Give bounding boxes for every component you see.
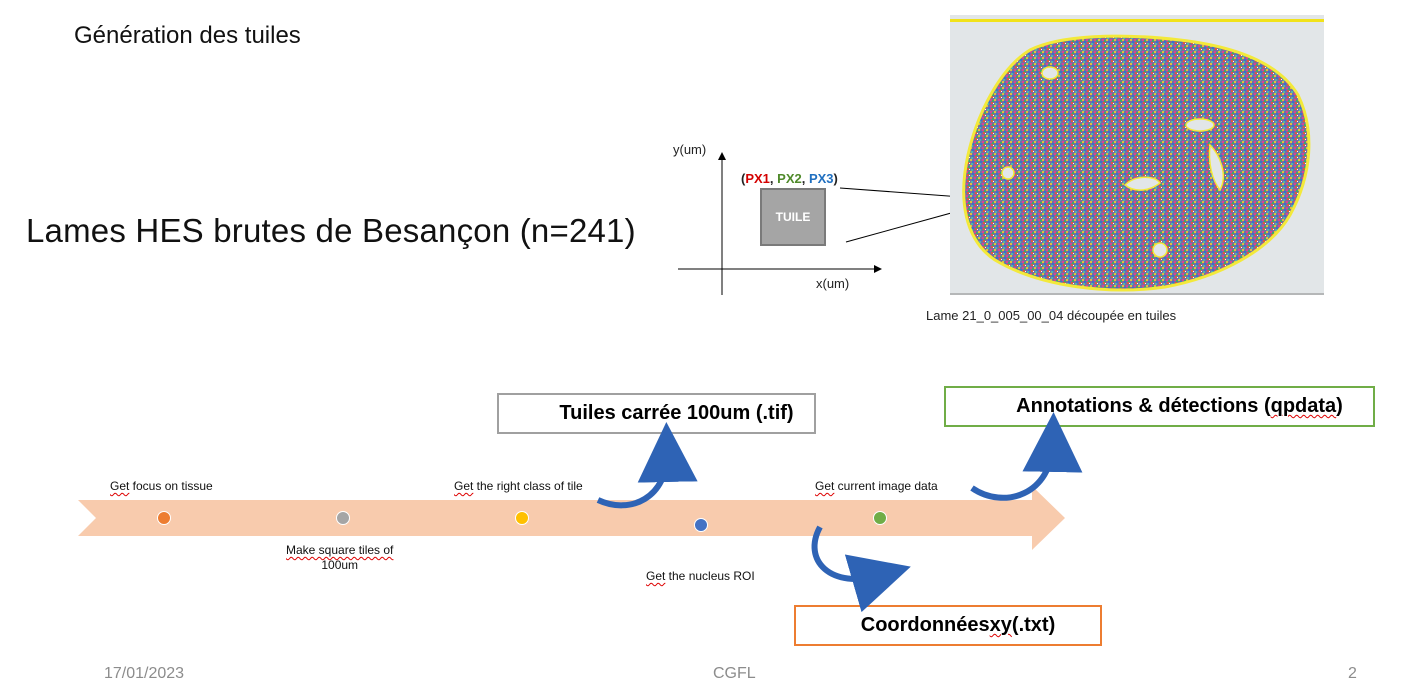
- zoom-line-bottom: [845, 210, 960, 243]
- step-label-5: Get current image data: [815, 479, 938, 493]
- step-dot-1: [157, 511, 171, 525]
- slide-title: Génération des tuiles: [74, 22, 301, 49]
- pixel-values-label: (PX1, PX2, PX3): [741, 171, 838, 186]
- footer-date: 17/01/2023: [104, 665, 185, 682]
- tiled-slide-image: [950, 15, 1324, 295]
- step-dot-4: [694, 518, 708, 532]
- qpdata-output-box: Annotations & détections (qpdata): [944, 386, 1375, 427]
- image-caption: Lame 21_0_005_00_04 découpée en tuiles: [926, 308, 1177, 323]
- step-dot-3: [515, 511, 529, 525]
- curved-arrow-xy: [811, 525, 911, 613]
- main-heading: Lames HES brutes de Besançon (n=241): [26, 212, 636, 249]
- px2-label: PX2: [777, 171, 802, 186]
- footer-center: CGFL: [713, 665, 756, 682]
- page-number: 2: [1348, 665, 1357, 682]
- timeline-arrow: [78, 486, 1065, 550]
- step-dot-5: [873, 511, 887, 525]
- step-label-3: Get the right class of tile: [454, 479, 583, 493]
- step-label-1: Get focus on tissue: [110, 479, 213, 493]
- coordinate-diagram: [678, 152, 960, 295]
- tif-output-box: Tuiles carrée 100um (.tif): [497, 393, 816, 434]
- step-label-4: Get the nucleus ROI: [646, 569, 755, 583]
- curved-arrow-qpdata: [970, 412, 1083, 501]
- px3-label: PX3: [808, 171, 834, 186]
- tile-box: TUILE: [760, 188, 826, 246]
- px1-label: PX1: [745, 171, 770, 186]
- step-dot-2: [336, 511, 350, 525]
- y-axis-label: y(um): [673, 142, 707, 157]
- x-axis-label: x(um): [816, 276, 850, 291]
- curved-arrow-tif: [596, 422, 698, 509]
- zoom-line-top: [839, 187, 960, 198]
